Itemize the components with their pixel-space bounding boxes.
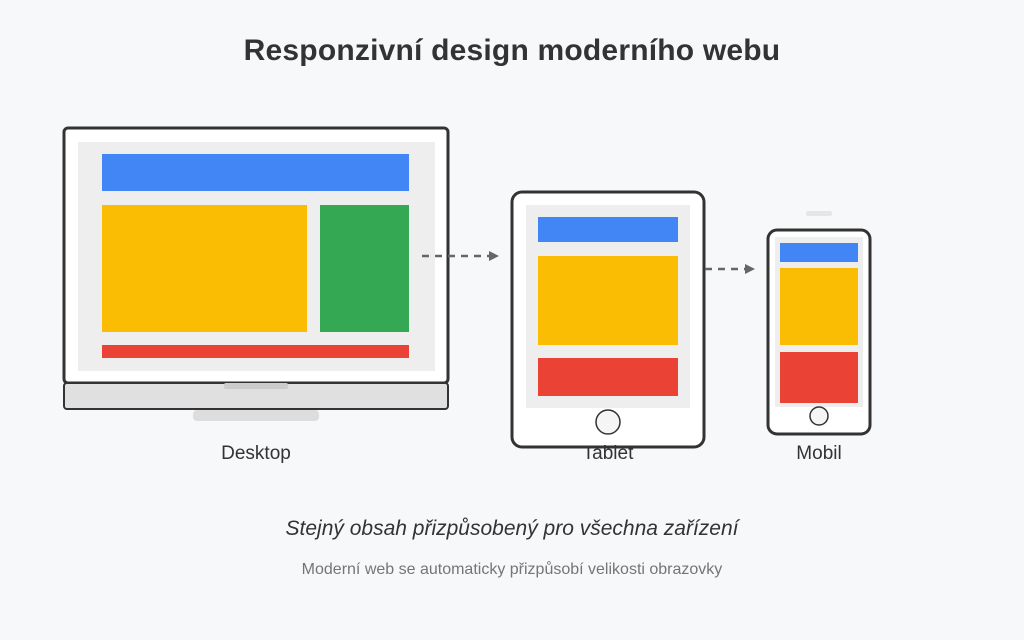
mobile-footer-block [780,352,858,403]
tablet-label: Tablet [582,443,634,464]
tablet-header-block [538,217,678,242]
laptop-main-block [102,205,307,332]
tablet-footer-block [538,358,678,396]
mobile-device [766,211,872,436]
subtitle: Stejný obsah přizpůsobený pro všechna za… [285,517,739,540]
laptop-header-block [102,154,409,191]
tablet-device [510,190,706,449]
mobile-home-button [809,406,829,426]
laptop-device [62,126,450,421]
mobile-speaker [806,211,832,216]
laptop-hinge [224,383,288,389]
mobile-header-block [780,243,858,262]
desktop-label: Desktop [221,443,291,464]
laptop-stand [193,410,319,421]
tablet-home-button [595,409,621,435]
caption: Moderní web se automaticky přizpůsobí ve… [301,561,723,578]
laptop-sidebar-block [320,205,409,332]
mobile-label: Mobil [796,443,842,464]
laptop-footer-block [102,345,409,358]
page-title: Responzivní design moderního webu [243,34,781,67]
mobile-main-block [780,268,858,345]
tablet-main-block [538,256,678,345]
